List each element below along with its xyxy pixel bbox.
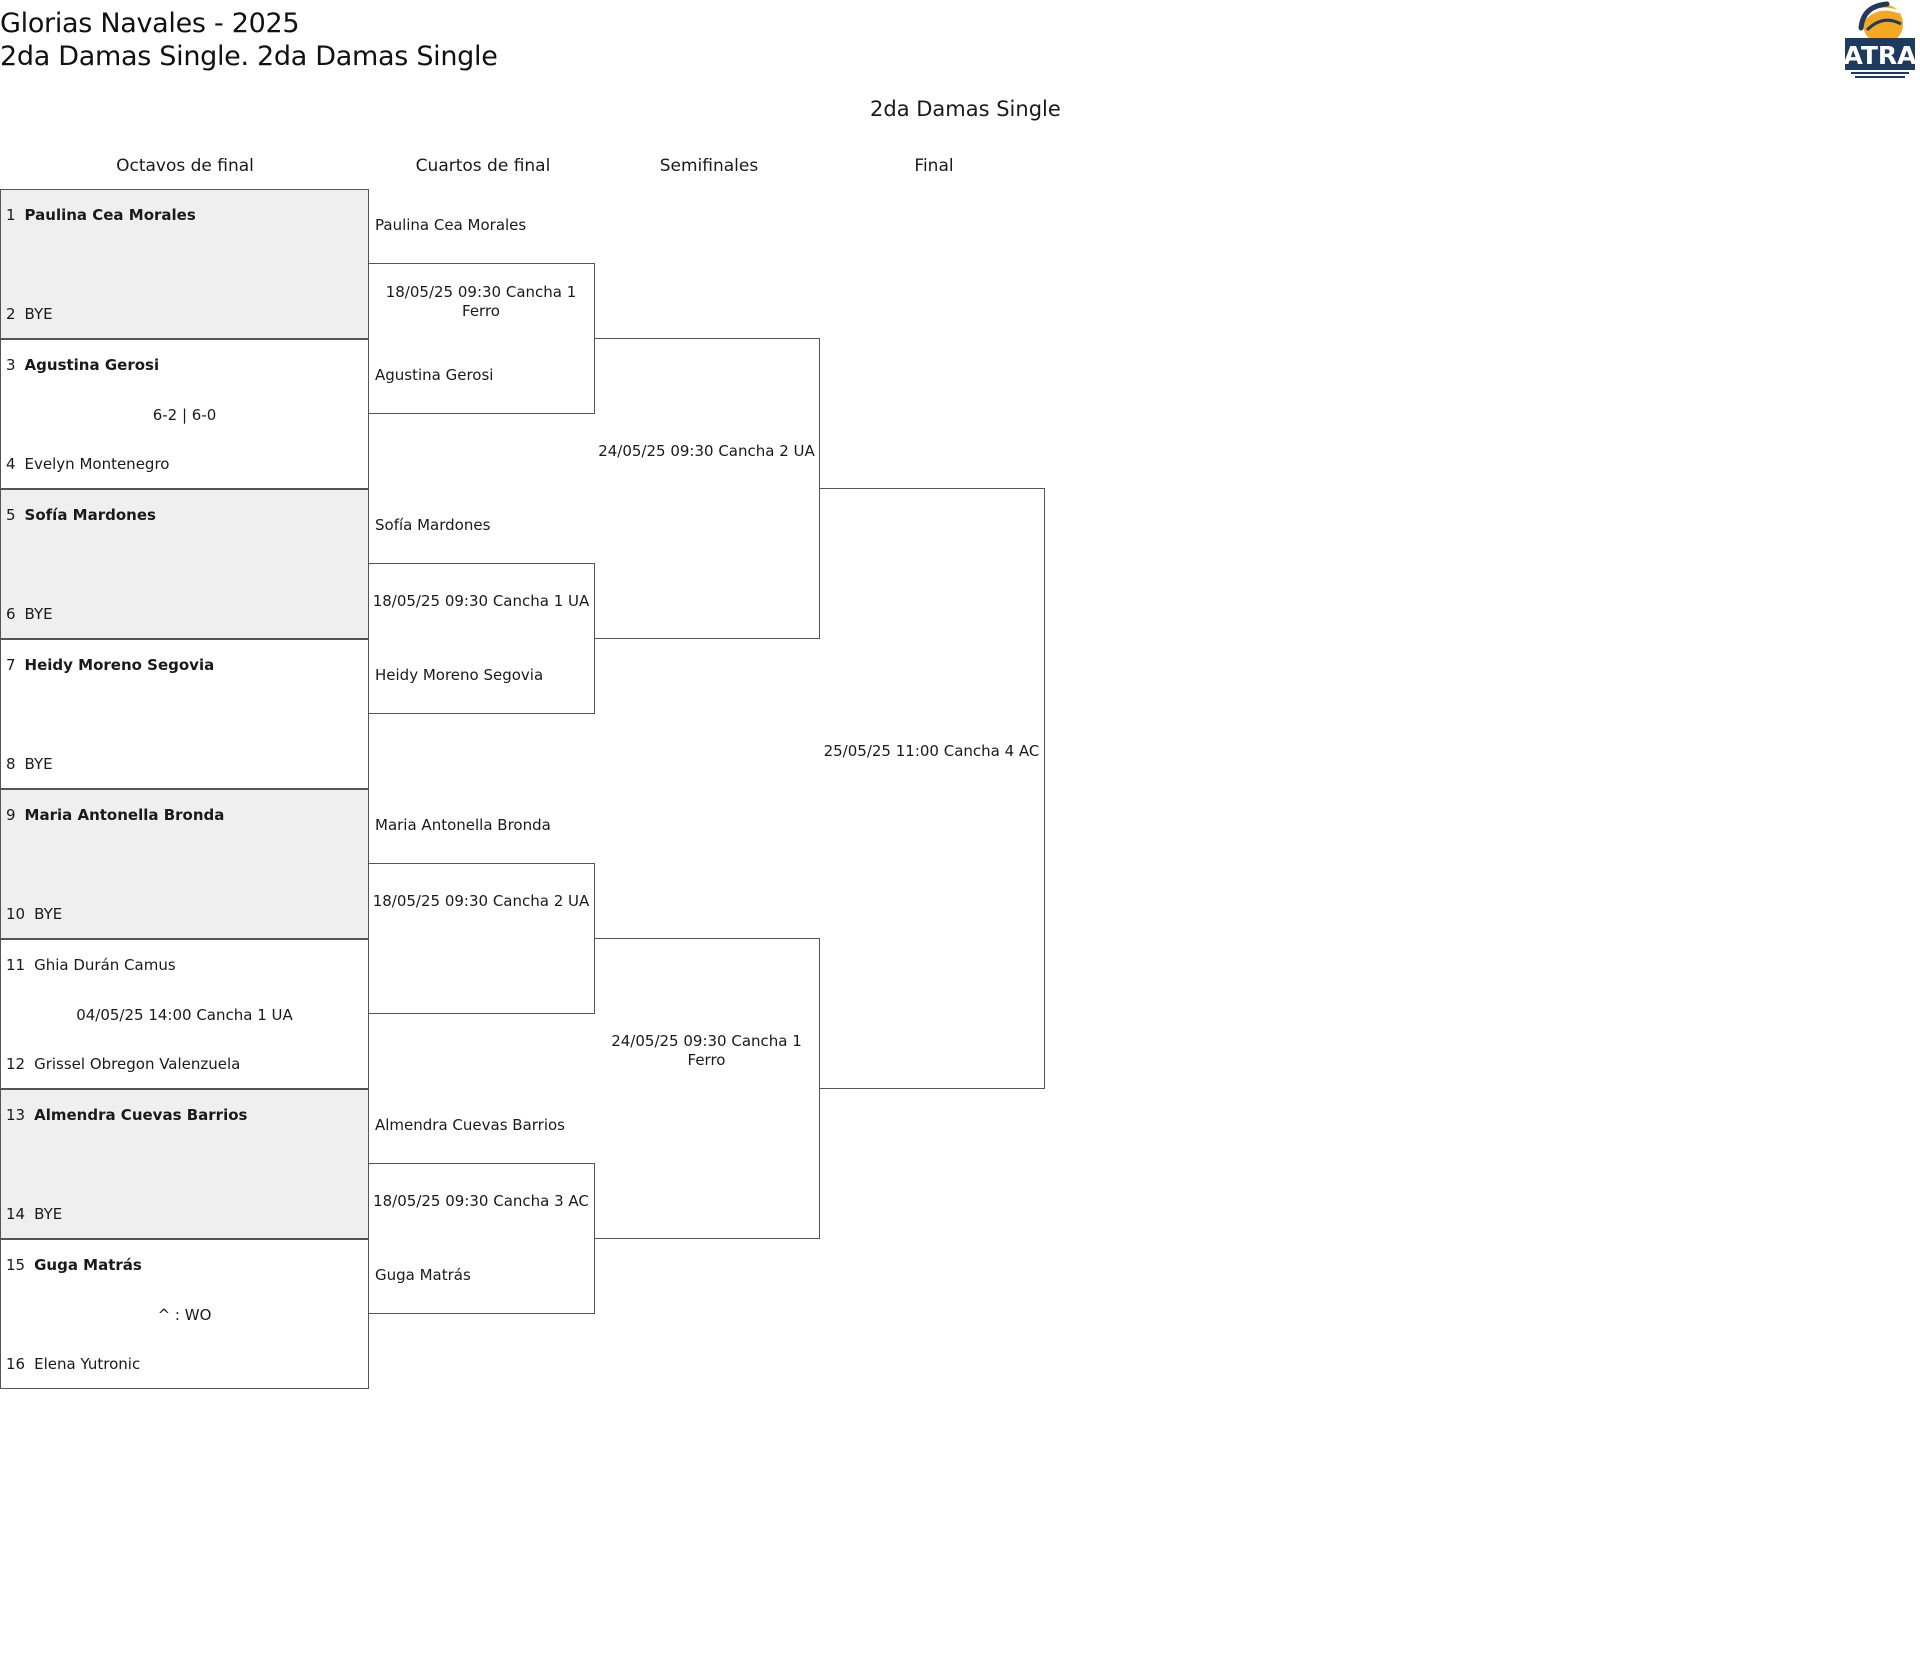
player-slot: 3 Agustina Gerosi [6,356,159,374]
player-name: Paulina Cea Morales [24,206,196,224]
qf-player-7: Almendra Cuevas Barrios [375,1116,565,1134]
match-schedule: 04/05/25 14:00 Cancha 1 UA [76,1006,293,1024]
player-slot: 7 Heidy Moreno Segovia [6,656,214,674]
draw-subtitle: 2da Damas Single. 2da Damas Single [0,41,498,72]
sf-match-2: 24/05/25 09:30 Cancha 1 Ferro [594,938,820,1239]
player-name: Heidy Moreno Segovia [24,656,215,674]
seed-number: 16 [6,1355,26,1373]
player-slot: 12 Grissel Obregon Valenzuela [6,1055,240,1073]
seed-number: 12 [6,1055,26,1073]
player-name: BYE [24,755,53,773]
r16-match-2: 3 Agustina Gerosi 6-2 | 6-0 4 Evelyn Monte… [0,339,369,489]
round-header-octavos: Octavos de final [116,156,254,176]
player-name: Evelyn Montenegro [24,455,170,473]
qf-player-4: Heidy Moreno Segovia [375,666,544,684]
seed-number: 4 [6,455,16,473]
seed-number: 1 [6,206,16,224]
draw-title: 2da Damas Single [870,97,1061,121]
qf-player-2: Agustina Gerosi [375,366,494,384]
seed-number: 5 [6,506,16,524]
qf-player-3: Sofía Mardones [375,516,491,534]
r16-match-5: 9 Maria Antonella Bronda 10 BYE [0,789,369,939]
player-slot: 15 Guga Matrás [6,1256,142,1274]
player-slot: 1 Paulina Cea Morales [6,206,196,224]
player-name: Maria Antonella Bronda [24,806,225,824]
seed-number: 8 [6,755,16,773]
qf-player-8: Guga Matrás [375,1266,471,1284]
match-score: ^ : WO [157,1306,212,1324]
player-slot: 8 BYE [6,755,53,773]
player-name: Agustina Gerosi [24,356,160,374]
match-schedule: 18/05/25 09:30 Cancha 1 Ferro [385,283,577,320]
r16-match-8: 15 Guga Matrás ^ : WO 16 Elena Yutronic [0,1239,369,1389]
player-slot: 13 Almendra Cuevas Barrios [6,1106,247,1124]
player-name: Almendra Cuevas Barrios [34,1106,248,1124]
seed-number: 3 [6,356,16,374]
qf-match-3: 18/05/25 09:30 Cancha 2 UA [368,863,595,1014]
seed-number: 13 [6,1106,26,1124]
qf-match-1: 18/05/25 09:30 Cancha 1 Ferro [368,263,595,414]
round-header-semifinales: Semifinales [659,156,759,176]
r16-match-7: 13 Almendra Cuevas Barrios 14 BYE [0,1089,369,1239]
seed-number: 14 [6,1205,26,1223]
match-schedule: 18/05/25 09:30 Cancha 1 UA [372,592,590,610]
player-name: Sofía Mardones [24,506,156,524]
match-score: 6-2 | 6-0 [152,406,217,424]
r16-match-6: 11 Ghia Durán Camus 04/05/25 14:00 Cancha… [0,939,369,1089]
player-slot: 6 BYE [6,605,53,623]
seed-number: 9 [6,806,16,824]
player-slot: 9 Maria Antonella Bronda [6,806,224,824]
round-header-cuartos: Cuartos de final [415,156,551,176]
player-name: Ghia Durán Camus [34,956,176,974]
match-schedule: 18/05/25 09:30 Cancha 2 UA [372,892,590,910]
final-match: 25/05/25 11:00 Cancha 4 AC [819,488,1045,1089]
player-name: Elena Yutronic [34,1355,141,1373]
r16-match-4: 7 Heidy Moreno Segovia 8 BYE [0,639,369,789]
qf-player-5: Maria Antonella Bronda [375,816,551,834]
player-name: BYE [24,605,53,623]
player-slot: 4 Evelyn Montenegro [6,455,169,473]
player-name: Grissel Obregon Valenzuela [34,1055,241,1073]
sf-match-1: 24/05/25 09:30 Cancha 2 UA [594,338,820,639]
player-name: BYE [34,1205,63,1223]
seed-number: 11 [6,956,26,974]
player-slot: 10 BYE [6,905,62,923]
qf-match-2: 18/05/25 09:30 Cancha 1 UA [368,563,595,714]
seed-number: 10 [6,905,26,923]
match-schedule: 25/05/25 11:00 Cancha 4 AC [823,742,1040,760]
match-schedule: 24/05/25 09:30 Cancha 2 UA [598,442,815,460]
player-name: BYE [34,905,63,923]
player-slot: 16 Elena Yutronic [6,1355,140,1373]
round-header-final: Final [914,156,954,176]
seed-number: 6 [6,605,16,623]
r16-match-3: 5 Sofía Mardones 6 BYE [0,489,369,639]
player-name: Guga Matrás [34,1256,142,1274]
match-schedule: 18/05/25 09:30 Cancha 3 AC [373,1192,589,1210]
qf-match-4: 18/05/25 09:30 Cancha 3 AC [368,1163,595,1314]
seed-number: 2 [6,305,16,323]
atra-logo: ATRA [1843,1,1917,78]
player-slot: 2 BYE [6,305,53,323]
seed-number: 7 [6,656,16,674]
seed-number: 15 [6,1256,26,1274]
qf-player-1: Paulina Cea Morales [375,216,527,234]
r16-match-1: 1 Paulina Cea Morales 2 BYE [0,189,369,339]
match-schedule: 24/05/25 09:30 Cancha 1 Ferro [611,1032,802,1069]
player-slot: 5 Sofía Mardones [6,506,156,524]
logo-text: ATRA [1843,41,1917,70]
tournament-title: Glorias Navales - 2025 [0,8,300,39]
player-name: BYE [24,305,53,323]
player-slot: 11 Ghia Durán Camus [6,956,176,974]
player-slot: 14 BYE [6,1205,62,1223]
